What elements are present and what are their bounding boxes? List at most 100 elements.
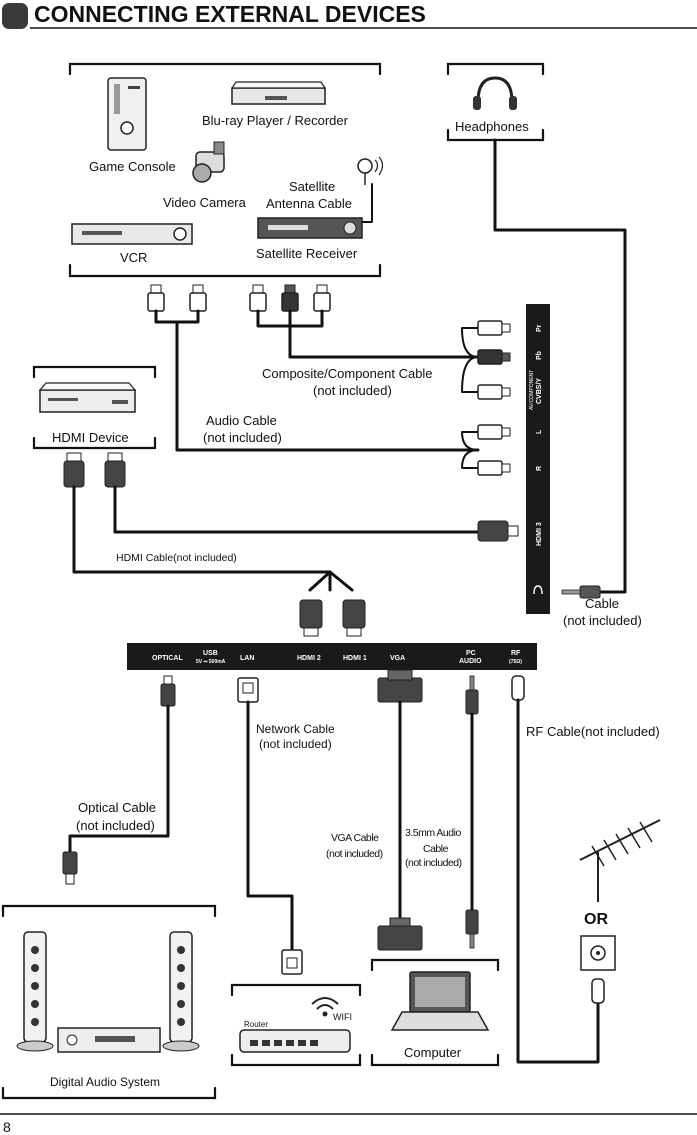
vga-cable-label-line2: (not included) (326, 848, 383, 860)
audio-system-bracket-top (1, 904, 217, 918)
hdmi-device-label: HDMI Device (52, 430, 129, 445)
computer-bracket-top (370, 958, 500, 972)
hdmi-plug-bottom-2 (342, 599, 366, 637)
audio-cable-label-line1: Audio Cable (206, 413, 277, 428)
vga-cable-label-line1: VGA Cable (331, 832, 379, 844)
digital-audio-system-label: Digital Audio System (50, 1075, 160, 1089)
panel-usb: USB (203, 650, 218, 657)
satellite-antenna-cable-label-line2: Antenna Cable (266, 196, 352, 211)
rf-plug-bottom (591, 978, 605, 1004)
laptop-illustration (390, 971, 490, 1031)
audio-cable-split (461, 431, 479, 469)
wifi-icon (311, 997, 339, 1017)
router-label: Router (244, 1020, 268, 1029)
headphone-jack-plug (561, 585, 601, 599)
component-rca-plug-2 (281, 284, 299, 312)
hdmi-cable-label: HDMI Cable(not included) (116, 552, 237, 564)
component-rca-plug-3 (313, 284, 331, 312)
game-console-illustration (107, 77, 147, 151)
audio35-cable-label-line3: (not included) (405, 857, 462, 869)
audio-cable-label-line2: (not included) (203, 430, 282, 445)
rca-plugs-side (477, 320, 511, 476)
audio-rca-plug-left (147, 284, 165, 312)
optical-plug-top (160, 675, 176, 707)
bottom-panel: OPTICAL USB 5V ⎓ 500mA LAN HDMI 2 HDMI 1… (127, 643, 537, 670)
side-panel-l: L (536, 429, 543, 434)
panel-usb-sub: 5V ⎓ 500mA (196, 659, 226, 665)
antenna-illustration (579, 819, 661, 902)
vcr-label: VCR (120, 250, 147, 265)
composite-cable-label-line1: Composite/Component Cable (262, 366, 433, 381)
side-panel-headphone-icon (533, 585, 543, 595)
rf-plug-top (511, 675, 525, 701)
or-label: OR (584, 911, 608, 928)
vga-plug-top (377, 669, 423, 703)
router-bracket-bottom (230, 1053, 362, 1067)
network-cable-label-line1: Network Cable (256, 722, 335, 736)
satellite-receiver-illustration (257, 217, 363, 239)
component-cable-split (461, 327, 479, 393)
satellite-dish-icon (357, 156, 384, 185)
video-camera-label: Video Camera (163, 195, 247, 210)
side-rca-plug-pr (477, 320, 503, 336)
optical-cable-label-line2: (not included) (76, 818, 155, 833)
header: CONNECTING EXTERNAL DEVICES (2, 1, 697, 29)
panel-vga: VGA (390, 655, 405, 662)
hdmi3-cable-line (113, 485, 480, 534)
headphones-label: Headphones (455, 119, 529, 134)
hdmi-device-bracket-bottom (32, 436, 157, 450)
headphone-cable-line (493, 138, 627, 594)
hdmi-cable-line (72, 485, 354, 592)
optical-plug-bottom (62, 851, 78, 885)
side-panel-pb: Pb (536, 351, 543, 360)
hdmi-plug-bottom-1 (299, 599, 323, 637)
side-panel-av-component: AV/COMPONENT (529, 370, 535, 410)
rf-cable-line (516, 698, 600, 1064)
panel-rf: RF (511, 650, 521, 657)
hdmi-device-illustration (38, 382, 137, 413)
router-illustration (239, 1029, 351, 1053)
satellite-antenna-cable-label-line1: Satellite (289, 179, 335, 194)
rca-plugs-top (147, 284, 331, 312)
hdmi-plug-device-1 (63, 452, 85, 488)
game-console-label: Game Console (89, 159, 176, 174)
headphone-cable-label-line1: Cable (585, 596, 619, 611)
hdmi-device-bracket-top (32, 365, 157, 379)
panel-optical: OPTICAL (152, 655, 183, 662)
headphones-icon (473, 76, 517, 110)
network-cable-label-line2: (not included) (259, 737, 332, 751)
device-group-bracket-bottom (68, 263, 382, 278)
page-title: CONNECTING EXTERNAL DEVICES (34, 1, 426, 27)
audio35-cable-label-line2: Cable (423, 843, 449, 855)
side-panel-r: R (536, 466, 543, 471)
bluray-label: Blu-ray Player / Recorder (202, 113, 349, 128)
side-panel-cvbs: CVBS/Y (536, 378, 543, 404)
panel-hdmi1: HDMI 1 (343, 655, 367, 662)
computer-label: Computer (404, 1045, 462, 1060)
side-panel: Pr Pb CVBS/Y AV/COMPONENT L R HDMI 3 (526, 304, 550, 614)
device-group-bracket-top (68, 62, 382, 76)
network-cable-line (246, 700, 294, 952)
panel-pc: PC (466, 650, 476, 657)
side-rca-plug-r (477, 460, 503, 476)
component-rca-plug-1 (249, 284, 267, 312)
side-panel-pr: Pr (536, 324, 543, 332)
optical-cable-line (68, 704, 170, 854)
side-panel-hdmi3: HDMI 3 (536, 522, 543, 546)
lan-plug-top (237, 677, 259, 703)
headphone-cable-label-line2: (not included) (563, 613, 642, 628)
wall-socket-icon (580, 935, 616, 971)
hdmi-plug-device-2 (104, 452, 126, 488)
side-rca-plug-pb (477, 349, 503, 365)
audio-cable-line (154, 309, 480, 452)
page-number: 8 (3, 1119, 11, 1135)
component-cable-line (256, 309, 480, 359)
panel-rf-sub: (75Ω) (509, 659, 522, 665)
audio-system-bracket-bottom (1, 1086, 217, 1100)
router-bracket-top (230, 983, 362, 997)
rf-cable-label: RF Cable(not included) (526, 724, 660, 739)
header-badge (2, 3, 28, 29)
bluray-illustration (230, 81, 327, 105)
computer-bracket-bottom (370, 1053, 500, 1067)
